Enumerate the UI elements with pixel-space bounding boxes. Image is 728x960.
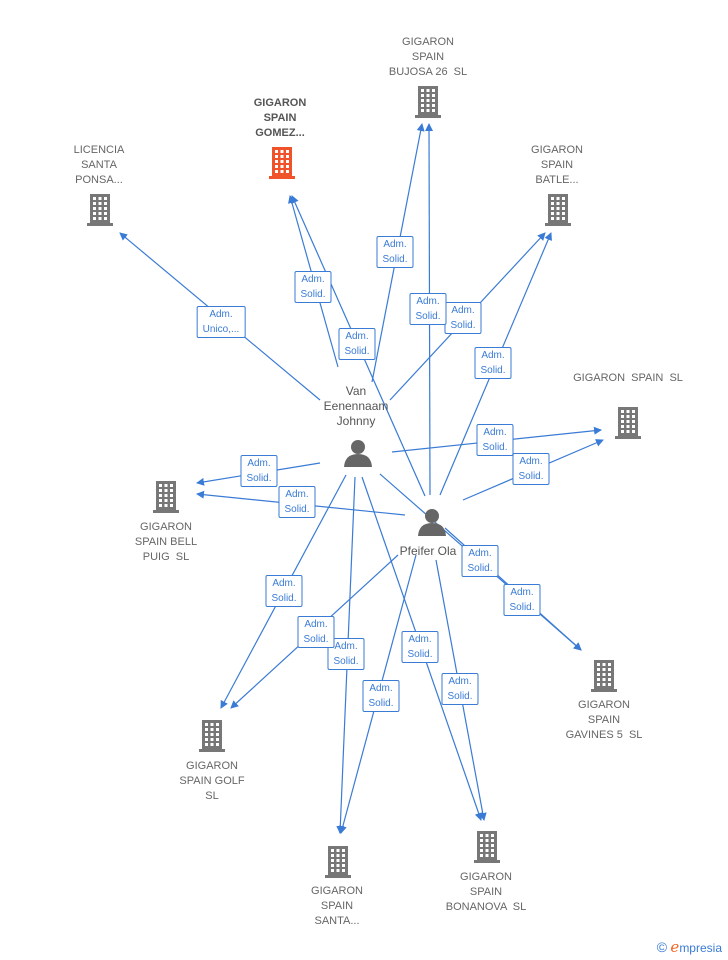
- brand-logo-initial: e: [670, 938, 680, 956]
- person-label-ola[interactable]: Pfeifer Ola: [399, 544, 457, 558]
- company-label-bujosa[interactable]: GIGARON SPAIN BUJOSA 26 SL: [388, 36, 468, 78]
- edge-label-ola-gavines[interactable]: Adm. Solid.: [503, 584, 541, 616]
- building-icon[interactable]: [269, 147, 295, 179]
- edge-label-ola-golf[interactable]: Adm. Solid.: [297, 616, 335, 648]
- company-label-gavines[interactable]: GIGARON SPAIN GAVINES 5 SL: [565, 699, 643, 741]
- edge-label-ola-bonanova[interactable]: Adm. Solid.: [441, 673, 479, 705]
- building-icon[interactable]: [325, 846, 351, 878]
- copyright-icon: ©: [656, 939, 668, 955]
- edge-label-johnny-spainsl[interactable]: Adm. Solid.: [476, 424, 514, 456]
- company-label-batle[interactable]: GIGARON SPAIN BATLE...: [531, 144, 583, 186]
- building-icon[interactable]: [474, 831, 500, 863]
- person-icon[interactable]: [344, 440, 372, 467]
- edge-label-johnny-bonanova[interactable]: Adm. Solid.: [401, 631, 439, 663]
- person-icon[interactable]: [418, 509, 446, 536]
- building-icon[interactable]: [87, 194, 113, 226]
- edge-label-johnny-golf[interactable]: Adm. Solid.: [265, 575, 303, 607]
- edge-label-johnny-bujosa[interactable]: Adm. Solid.: [376, 236, 414, 268]
- edge-label-ola-santa[interactable]: Adm. Solid.: [362, 680, 400, 712]
- footer-brand: © empresia: [657, 938, 722, 956]
- building-icon[interactable]: [615, 407, 641, 439]
- building-icon[interactable]: [545, 194, 571, 226]
- brand-name: mpresia: [679, 941, 722, 955]
- building-icon[interactable]: [199, 720, 225, 752]
- company-label-spainsl[interactable]: GIGARON SPAIN SL: [573, 372, 683, 384]
- edge-label-ola-bujosa[interactable]: Adm. Solid.: [409, 293, 447, 325]
- building-icon[interactable]: [591, 660, 617, 692]
- edge-label-johnny-bell[interactable]: Adm. Solid.: [240, 455, 278, 487]
- building-icon[interactable]: [415, 86, 441, 118]
- company-label-gomez[interactable]: GIGARON SPAIN GOMEZ...: [253, 97, 307, 139]
- company-label-bonanova[interactable]: GIGARON SPAIN BONANOVA SL: [445, 871, 527, 913]
- company-label-bell[interactable]: GIGARON SPAIN BELL PUIG SL: [134, 521, 198, 563]
- edge-label-ola-spainsl[interactable]: Adm. Solid.: [512, 453, 550, 485]
- company-label-golf[interactable]: GIGARON SPAIN GOLF SL: [179, 760, 245, 802]
- company-label-licencia[interactable]: LICENCIA SANTA PONSA...: [73, 144, 125, 186]
- edge-label-ola-gomez[interactable]: Adm. Solid.: [338, 328, 376, 360]
- company-label-santa[interactable]: GIGARON SPAIN SANTA...: [311, 885, 363, 927]
- edge-label-ola-bell[interactable]: Adm. Solid.: [278, 486, 316, 518]
- edge-label-johnny-licencia[interactable]: Adm. Unico,...: [196, 306, 246, 338]
- building-icon[interactable]: [153, 481, 179, 513]
- edge-label-johnny-gomez[interactable]: Adm. Solid.: [294, 271, 332, 303]
- edge-label-johnny-gavines[interactable]: Adm. Solid.: [461, 545, 499, 577]
- edge-label-johnny-batle[interactable]: Adm. Solid.: [444, 302, 482, 334]
- person-label-johnny[interactable]: Van Eenennaam Johnny: [323, 384, 389, 428]
- edge-label-ola-batle[interactable]: Adm. Solid.: [474, 347, 512, 379]
